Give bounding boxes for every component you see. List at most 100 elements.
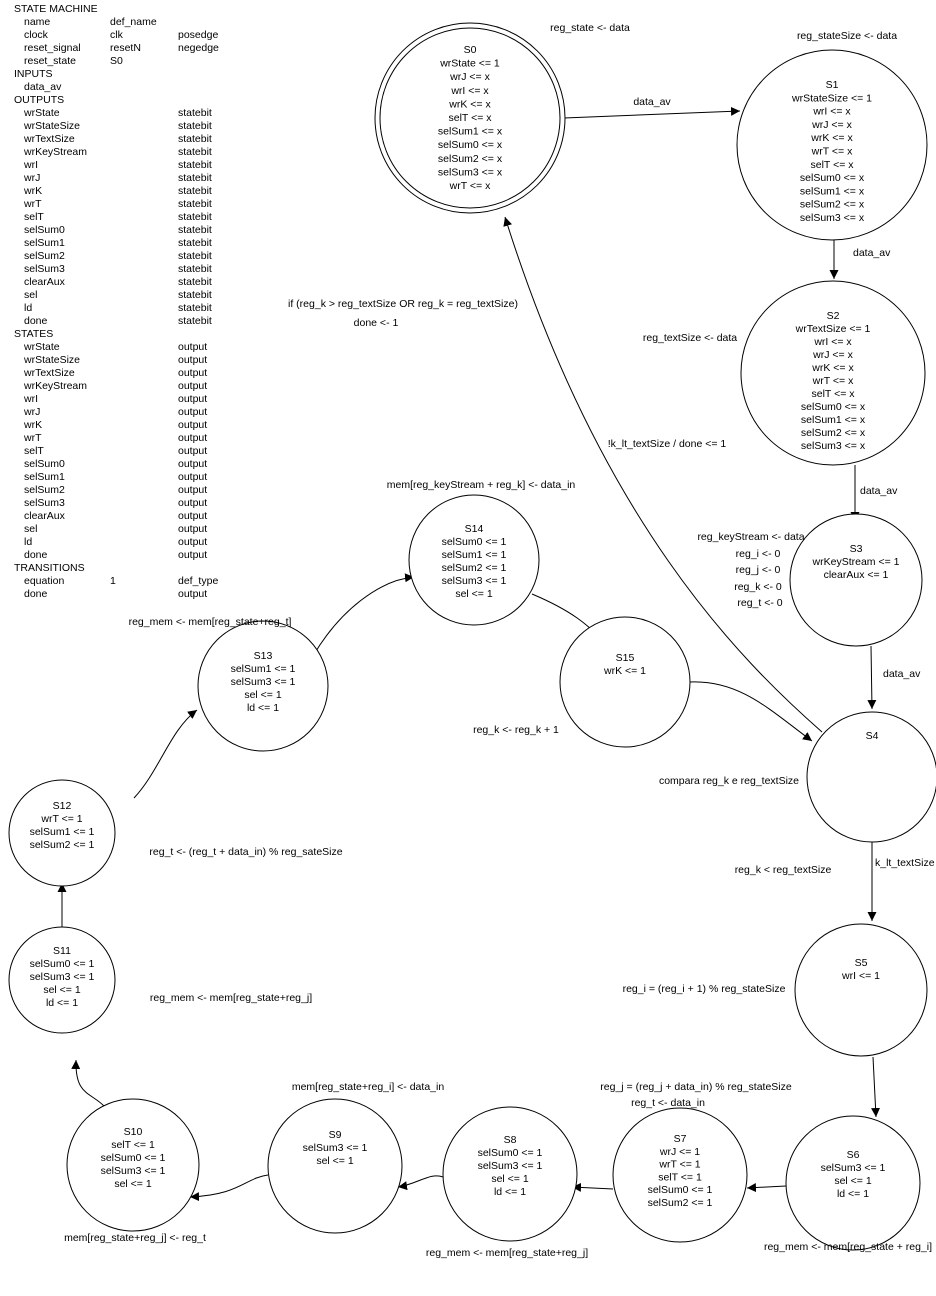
state-name: S8 xyxy=(504,1134,517,1146)
state-name: S2 xyxy=(827,310,840,322)
state-action: selT <= 1 xyxy=(658,1171,702,1183)
state-action: wrI <= 1 xyxy=(841,970,880,982)
state-action: wrJ <= x xyxy=(812,349,853,361)
declaration-type: output xyxy=(178,549,207,561)
annotation-line: reg_stateSize <- data xyxy=(797,30,897,42)
note-s12: reg_t <- (reg_t + data_in) % reg_sateSiz… xyxy=(149,846,342,858)
declaration-key: data_av xyxy=(24,81,62,93)
state-circle xyxy=(559,616,691,748)
state-action: wrKeyStream <= 1 xyxy=(812,556,900,568)
declaration-type: statebit xyxy=(178,146,212,158)
annotation-line: reg_keyStream <- data xyxy=(697,531,804,543)
declaration-key: wrT xyxy=(23,432,42,444)
transition-s13-s14 xyxy=(312,573,415,657)
annotation-line: reg_mem <- mem[reg_state+reg_j] xyxy=(150,992,312,1004)
state-action: wrK <= x xyxy=(810,132,853,144)
declaration-key: ld xyxy=(24,302,32,314)
declaration-key: sel xyxy=(24,289,37,301)
declaration-value: S0 xyxy=(110,55,123,67)
declaration-type: statebit xyxy=(178,120,212,132)
state-action: wrJ <= 1 xyxy=(659,1146,700,1158)
declaration-type: output xyxy=(178,471,207,483)
declaration-row: data_av xyxy=(24,81,62,93)
state-circle xyxy=(806,711,936,843)
transition-s12-s13 xyxy=(133,709,198,799)
transition-s5-s6 xyxy=(871,1056,881,1118)
state-action: wrK <= x xyxy=(811,362,854,374)
declaration-key: done xyxy=(24,549,48,561)
state-s4[interactable]: S4 xyxy=(806,711,936,843)
note-s10: mem[reg_state+reg_j] <- reg_t xyxy=(64,1232,206,1244)
annotation-line: reg_t <- (reg_t + data_in) % reg_sateSiz… xyxy=(149,846,342,858)
state-name: S10 xyxy=(124,1126,143,1138)
state-name: S15 xyxy=(616,652,635,664)
annotation-line: reg_mem <- mem[reg_state+reg_j] xyxy=(426,1247,588,1259)
transition-label: data_av xyxy=(883,668,921,680)
annotation-line: compara reg_k e reg_textSize xyxy=(659,775,799,787)
state-action: sel <= 1 xyxy=(43,984,81,996)
state-action: selSum1 <= x xyxy=(801,414,866,426)
annotation-line: reg_j = (reg_j + data_in) % reg_stateSiz… xyxy=(600,1081,792,1093)
state-circle xyxy=(740,280,926,466)
state-action: selSum1 <= x xyxy=(438,126,503,138)
declaration-key: wrStateSize xyxy=(23,354,80,366)
note-s8: reg_mem <- mem[reg_state+reg_j] xyxy=(426,1247,588,1259)
declaration-key: wrI xyxy=(23,159,38,171)
annotation-line: reg_mem <- mem[reg_state + reg_i] xyxy=(764,1241,932,1253)
declaration-value: 1 xyxy=(110,575,116,587)
state-action: sel <= 1 xyxy=(316,1155,354,1167)
state-action: clearAux <= 1 xyxy=(824,569,889,581)
state-action: wrJ <= x xyxy=(811,119,852,131)
state-circle xyxy=(785,1115,921,1251)
declaration-type: output xyxy=(178,484,207,496)
annotation-line: mem[reg_state+reg_i] <- data_in xyxy=(292,1081,444,1093)
declaration-key: selSum3 xyxy=(24,263,65,275)
state-action: selSum0 <= 1 xyxy=(442,536,507,548)
declaration-type: def_type xyxy=(178,575,218,587)
state-action: selSum3 <= 1 xyxy=(231,676,296,688)
state-action: selSum0 <= x xyxy=(801,401,866,413)
note-s13: reg_mem <- mem[reg_state+reg_t] xyxy=(129,616,292,628)
annotation-line: reg_j <- 0 xyxy=(736,564,781,576)
note-s1: reg_stateSize <- data xyxy=(797,30,897,42)
state-action: sel <= 1 xyxy=(491,1173,529,1185)
annotation-line: reg_state <- data xyxy=(550,22,630,34)
annotation-line: reg_textSize <- data xyxy=(643,332,737,344)
state-action: selSum2 <= x xyxy=(800,199,865,211)
state-action: wrJ <= x xyxy=(449,71,490,83)
state-action: selSum2 <= x xyxy=(801,427,866,439)
state-action: ld <= 1 xyxy=(837,1188,869,1200)
state-action: selSum2 <= 1 xyxy=(442,562,507,574)
state-name: S12 xyxy=(53,800,72,812)
state-action: selSum3 <= 1 xyxy=(303,1142,368,1154)
note-s15: reg_k <- reg_k + 1 xyxy=(473,724,559,736)
state-circle xyxy=(197,620,329,752)
declaration-type: statebit xyxy=(178,289,212,301)
declaration-key: name xyxy=(24,16,50,28)
state-action: sel <= 1 xyxy=(834,1175,872,1187)
state-circle xyxy=(442,1106,578,1242)
